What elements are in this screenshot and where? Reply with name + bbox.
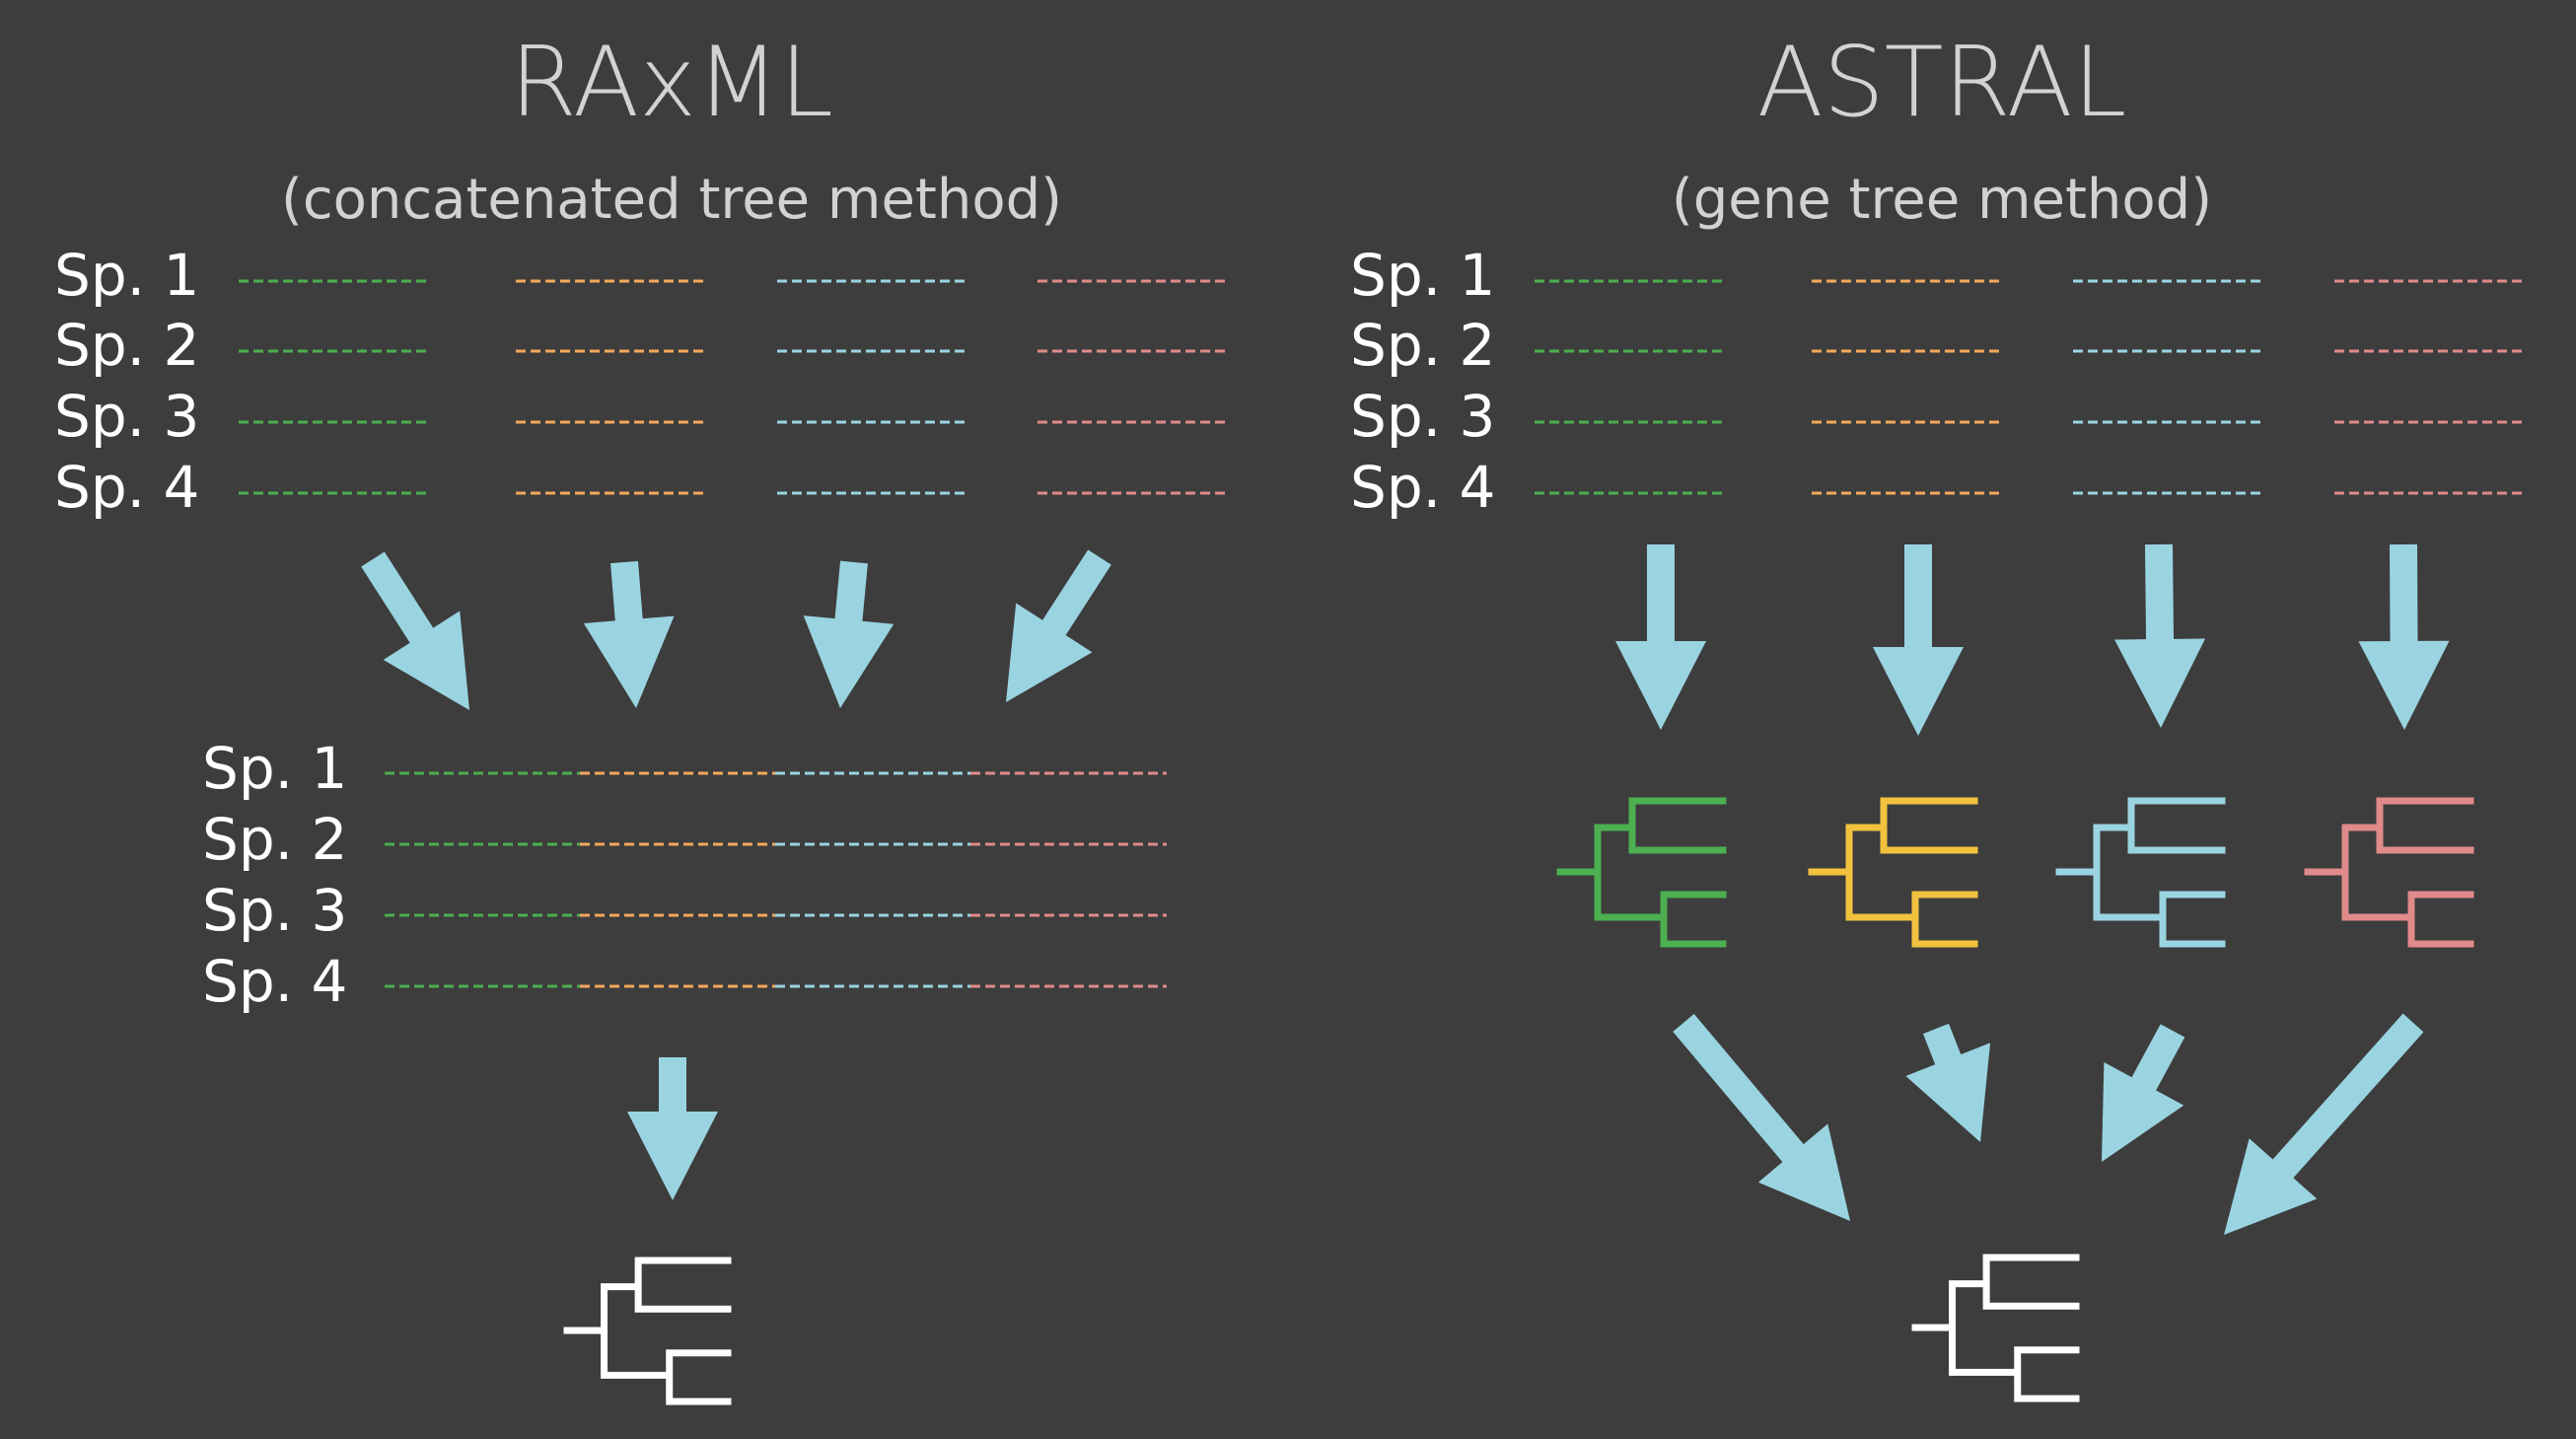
astral-species-tree-icon	[1911, 1254, 2080, 1403]
gene-tree-3-icon	[2055, 797, 2226, 948]
raxml-arrow-2	[583, 560, 675, 708]
astral-arrow-3	[2114, 543, 2206, 728]
raxml-arrow-1	[361, 551, 469, 710]
astral-arrow-4	[2358, 543, 2450, 730]
raxml-species-label-1: Sp. 1	[54, 242, 200, 309]
raxml-subtitle: (concatenated tree method)	[280, 168, 1063, 232]
astral-arrow-merge-2	[1905, 1023, 1991, 1142]
gene-tree-1-icon	[1556, 797, 1727, 948]
astral-arrow-merge-4	[2224, 1013, 2424, 1235]
astral-title: ASTRAL	[1756, 27, 2127, 139]
raxml-title: RAxML	[509, 27, 834, 139]
gene-tree-4-icon	[2304, 797, 2474, 948]
concat-species-label-2: Sp. 2	[202, 806, 348, 873]
astral-arrow-2	[1873, 544, 1964, 736]
raxml-species-label-2: Sp. 2	[54, 312, 200, 379]
raxml-arrow-final	[627, 1057, 718, 1200]
concat-species-label-4: Sp. 4	[202, 948, 348, 1015]
raxml-species-tree-icon	[563, 1257, 732, 1405]
astral-subtitle: (gene tree method)	[1671, 168, 2213, 232]
astral-species-label-2: Sp. 2	[1350, 312, 1496, 379]
astral-arrow-1	[1615, 544, 1706, 730]
concat-species-label-1: Sp. 1	[202, 735, 348, 802]
astral-species-label-3: Sp. 3	[1350, 383, 1496, 450]
astral-arrow-merge-3	[2102, 1024, 2185, 1162]
raxml-species-label-4: Sp. 4	[54, 454, 200, 521]
gene-tree-2-icon	[1808, 797, 1978, 948]
raxml-species-label-3: Sp. 3	[54, 383, 200, 450]
concat-species-label-3: Sp. 3	[202, 877, 348, 944]
raxml-arrow-4	[1006, 549, 1111, 702]
astral-arrow-merge-1	[1673, 1013, 1850, 1221]
raxml-arrow-3	[803, 560, 894, 708]
astral-species-label-1: Sp. 1	[1350, 242, 1496, 309]
astral-species-label-4: Sp. 4	[1350, 454, 1496, 521]
